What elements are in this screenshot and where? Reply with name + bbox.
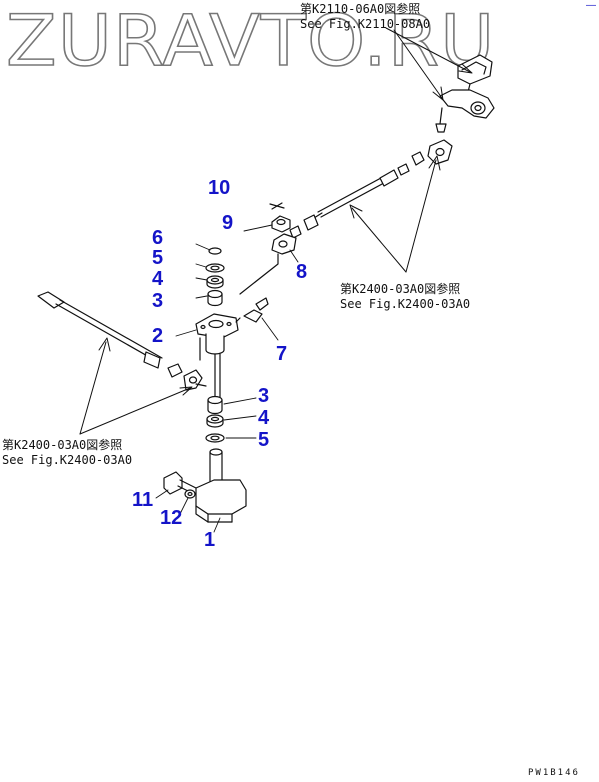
upper-rod bbox=[289, 169, 399, 239]
joint-part-8 bbox=[239, 233, 297, 295]
callout-4-lower: 4 bbox=[258, 407, 270, 429]
reference-k2110-line1: 第K2110-06A0図参照 bbox=[300, 2, 421, 16]
callout-7: 7 bbox=[276, 343, 288, 365]
callout-4-upper: 4 bbox=[152, 268, 164, 290]
lever-part-1 bbox=[195, 448, 247, 523]
reference-k2400-right: 第K2400-03A0図参照 See Fig.K2400-03A0 bbox=[340, 282, 470, 312]
callout-3-upper: 3 bbox=[152, 290, 164, 312]
reference-k2110-line2: See Fig.K2110-08A0 bbox=[300, 17, 431, 31]
washer-stack-lower bbox=[205, 395, 225, 443]
corner-mark: — bbox=[586, 0, 596, 11]
grease-fitting-part-7 bbox=[235, 297, 269, 323]
bolt-part-11 bbox=[163, 471, 197, 495]
washer-stack-upper bbox=[205, 247, 225, 307]
nut-part-9 bbox=[271, 215, 291, 233]
callout-9: 9 bbox=[222, 212, 234, 234]
reference-k2400-right-line1: 第K2400-03A0図参照 bbox=[340, 282, 461, 296]
callout-2: 2 bbox=[152, 325, 164, 347]
bracket-part-2 bbox=[195, 313, 239, 399]
reference-k2400-left-line2: See Fig.K2400-03A0 bbox=[2, 453, 133, 467]
upper-lever-assembly bbox=[397, 54, 495, 176]
callout-8: 8 bbox=[296, 261, 308, 283]
callout-3-lower: 3 bbox=[258, 385, 270, 407]
reference-k2110: 第K2110-06A0図参照 See Fig.K2110-08A0 bbox=[300, 2, 430, 32]
clip-part-10 bbox=[269, 202, 285, 210]
reference-k2400-right-line2: See Fig.K2400-03A0 bbox=[340, 297, 471, 311]
callout-6: 6 bbox=[152, 227, 164, 249]
callout-5-upper: 5 bbox=[152, 247, 164, 269]
reference-k2400-left: 第K2400-03A0図参照 See Fig.K2400-03A0 bbox=[2, 438, 132, 468]
callout-5-lower: 5 bbox=[258, 429, 270, 451]
callout-11: 11 bbox=[132, 489, 154, 511]
washer-part-12 bbox=[184, 489, 196, 499]
left-rod bbox=[37, 291, 207, 391]
drawing-code: PW1B146 bbox=[528, 768, 580, 778]
leader-lines bbox=[155, 224, 299, 533]
reference-arrows bbox=[79, 27, 473, 435]
reference-k2400-left-line1: 第K2400-03A0図参照 bbox=[2, 438, 123, 452]
callout-12: 12 bbox=[160, 507, 183, 529]
callout-10: 10 bbox=[208, 177, 231, 199]
callout-1: 1 bbox=[204, 529, 216, 551]
